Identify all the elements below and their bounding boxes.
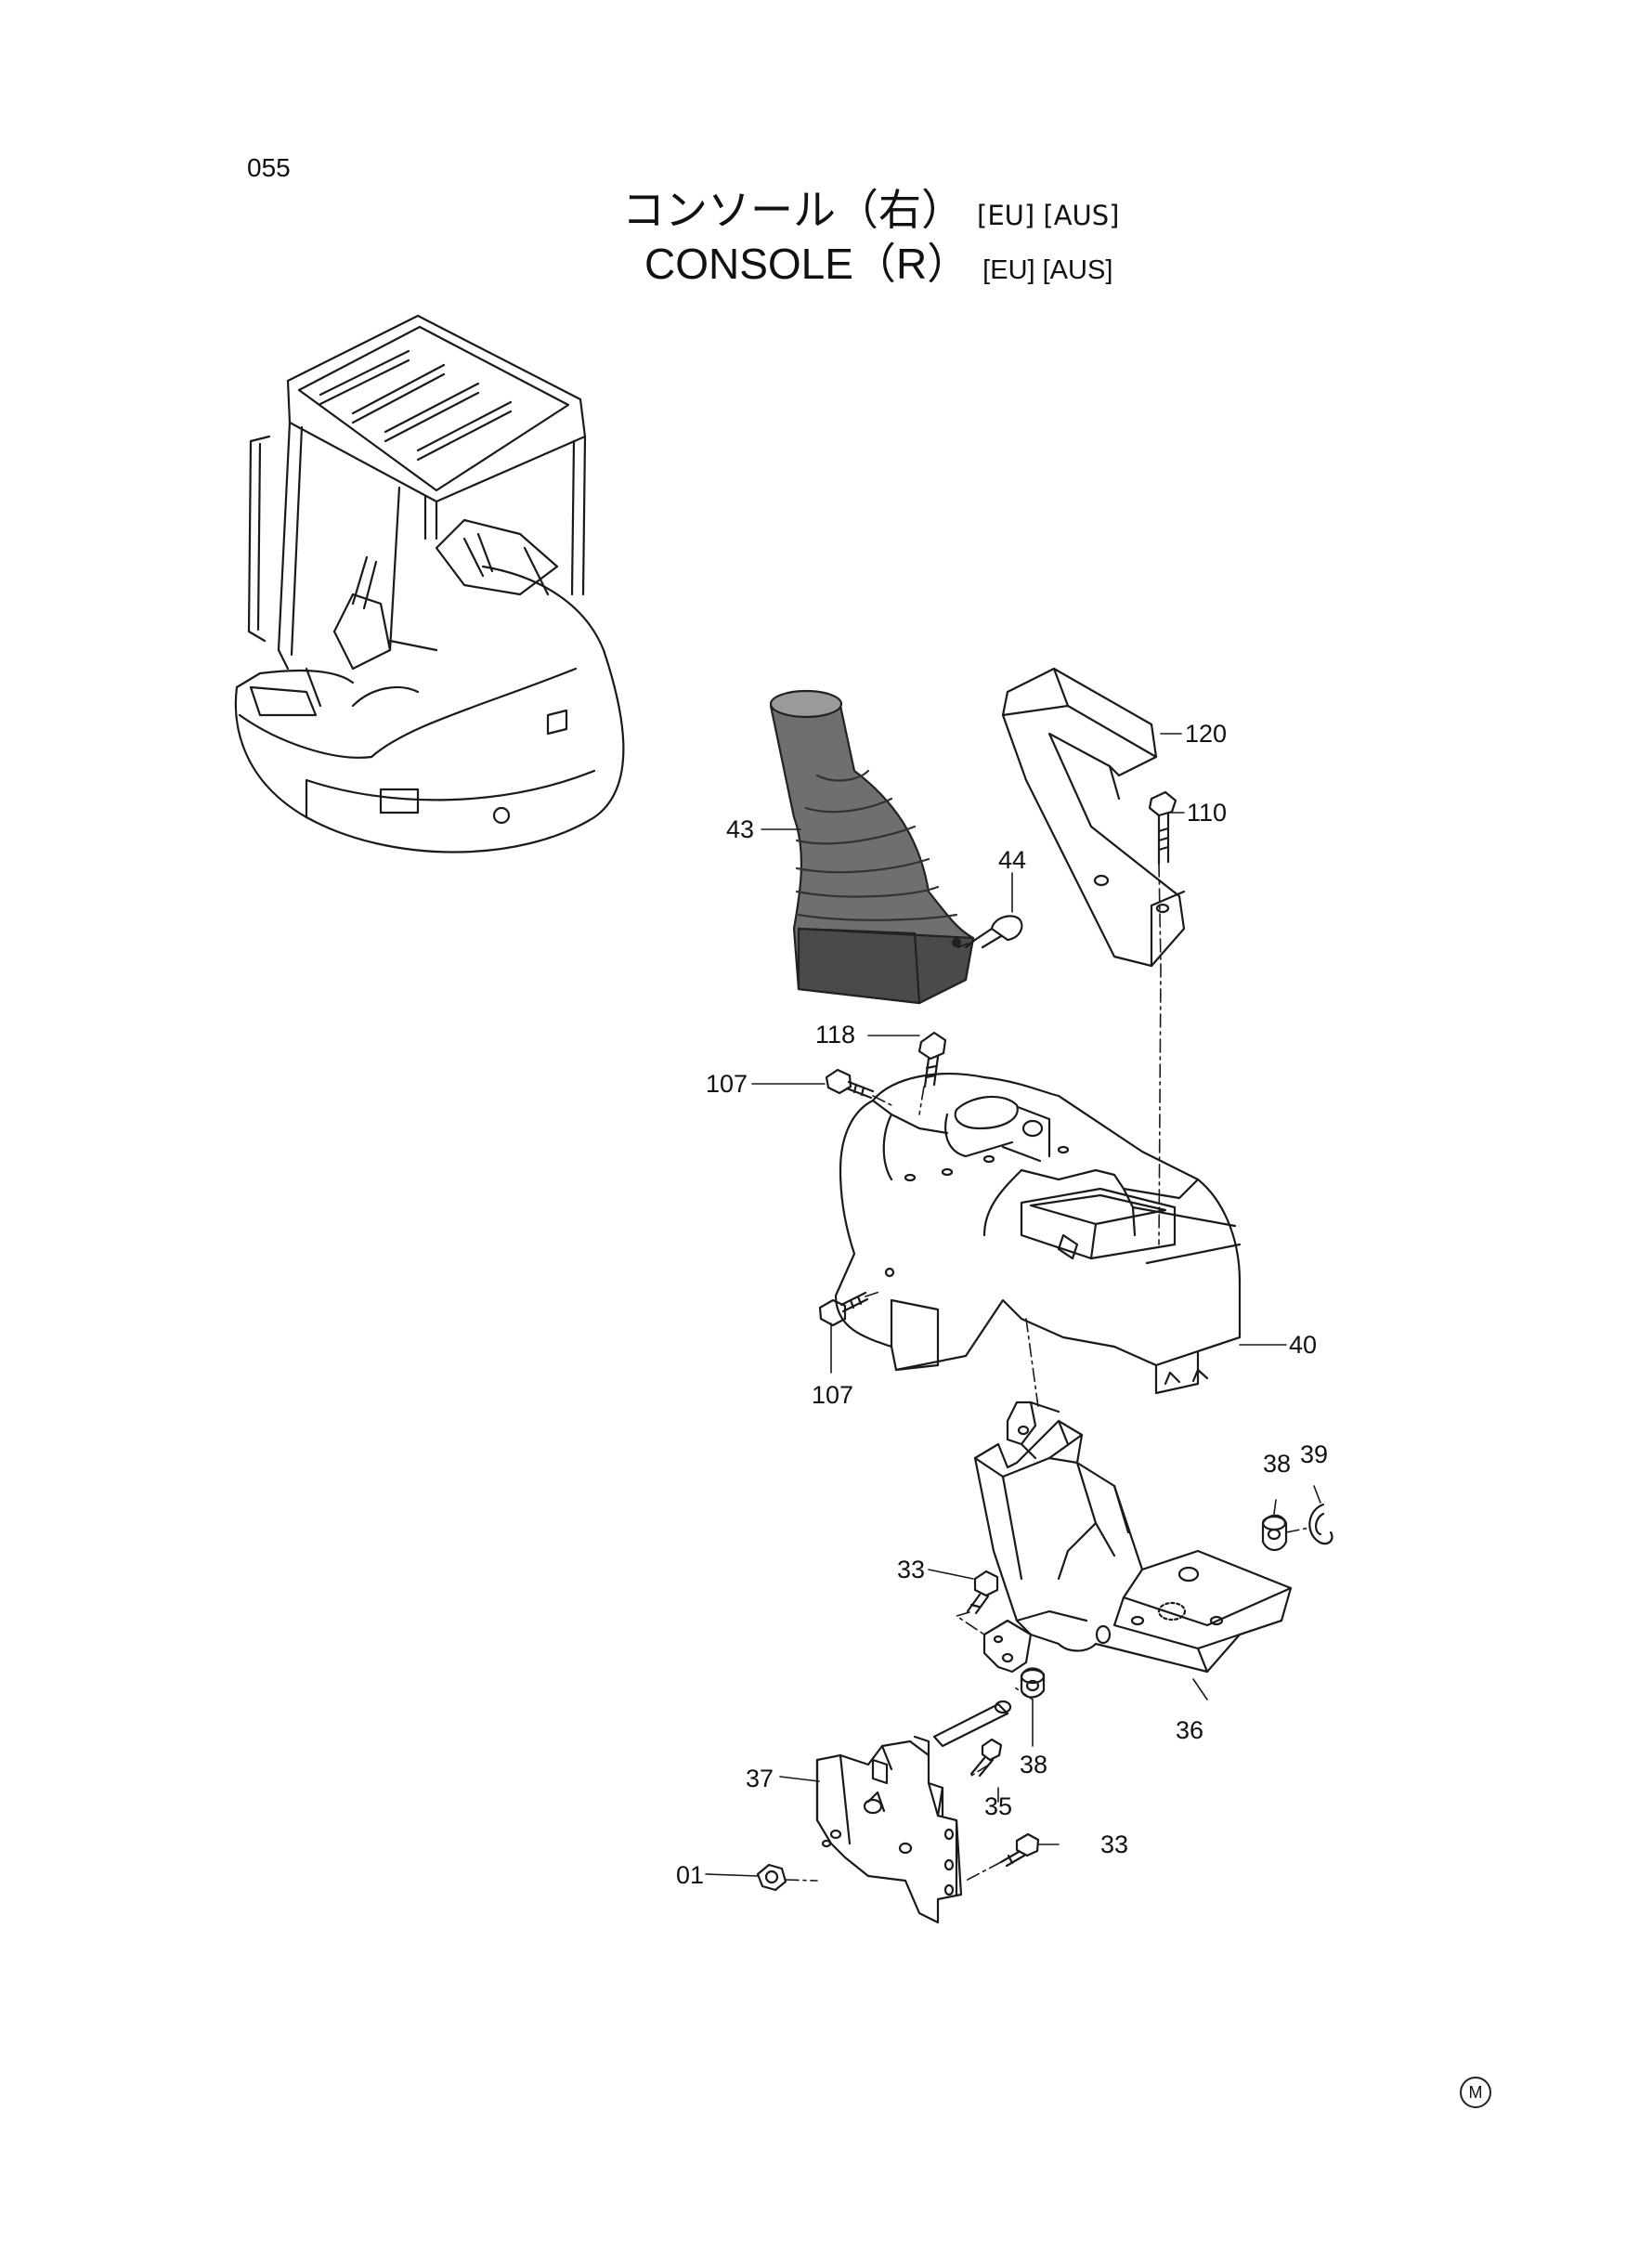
callout-39: 39: [1300, 1440, 1329, 1468]
title-en-text: CONSOLE（R）: [644, 240, 970, 288]
callout-33-lower: 33: [1100, 1831, 1129, 1858]
leader-lines: [705, 733, 1321, 1877]
callout-110: 110: [1187, 799, 1228, 827]
base-bracket-37: [815, 1735, 963, 1924]
bracket-36: [973, 1401, 1293, 1674]
bolt-118: [917, 1031, 947, 1088]
excavator-cab-overview: [234, 314, 625, 853]
assembly-lines: [785, 863, 1310, 1882]
bolt-110: [1148, 790, 1177, 866]
console-cover-40: [834, 1073, 1242, 1395]
callout-38-upper: 38: [1263, 1450, 1292, 1478]
bushing-38-upper: [1261, 1514, 1288, 1552]
callout-37: 37: [746, 1765, 774, 1792]
market-tags-en: [EU] [AUS]: [982, 255, 1113, 285]
callout-38-lower: 38: [1020, 1751, 1048, 1778]
bolt-107-lower: [818, 1291, 869, 1327]
rubber-boot-43: [769, 689, 975, 1005]
callout-40: 40: [1289, 1331, 1318, 1359]
circlip-39: [1308, 1503, 1333, 1545]
callout-107-upper: 107: [706, 1070, 748, 1098]
title-english: CONSOLE（R） [EU] [AUS]: [644, 230, 1112, 292]
title-japanese: コンソール（右） [EU] [AUS]: [622, 176, 1120, 238]
nut-01: [756, 1863, 787, 1892]
callout-33-upper: 33: [897, 1556, 926, 1583]
market-tags-jp: [EU] [AUS]: [977, 200, 1120, 231]
page-code: 055: [247, 153, 291, 182]
callout-118: 118: [815, 1021, 856, 1049]
callout-43: 43: [726, 815, 755, 843]
callout-44: 44: [998, 846, 1027, 874]
callout-120: 120: [1185, 720, 1228, 748]
callout-35: 35: [984, 1792, 1013, 1820]
screw-44: [964, 915, 1023, 949]
callout-01: 01: [676, 1861, 705, 1889]
callout-36: 36: [1176, 1716, 1204, 1744]
bolt-107-upper: [825, 1068, 875, 1100]
bushing-38-lower: [1020, 1667, 1046, 1699]
corner-mark-m: M: [1460, 2077, 1491, 2108]
bolt-33-lower: [999, 1832, 1040, 1868]
pin-35: [932, 1700, 1012, 1778]
grip-handle-120: [1001, 667, 1186, 968]
callout-107-lower: 107: [812, 1381, 854, 1409]
title-jp-text: コンソール（右）: [622, 185, 964, 235]
bolt-33-upper: [966, 1570, 999, 1615]
